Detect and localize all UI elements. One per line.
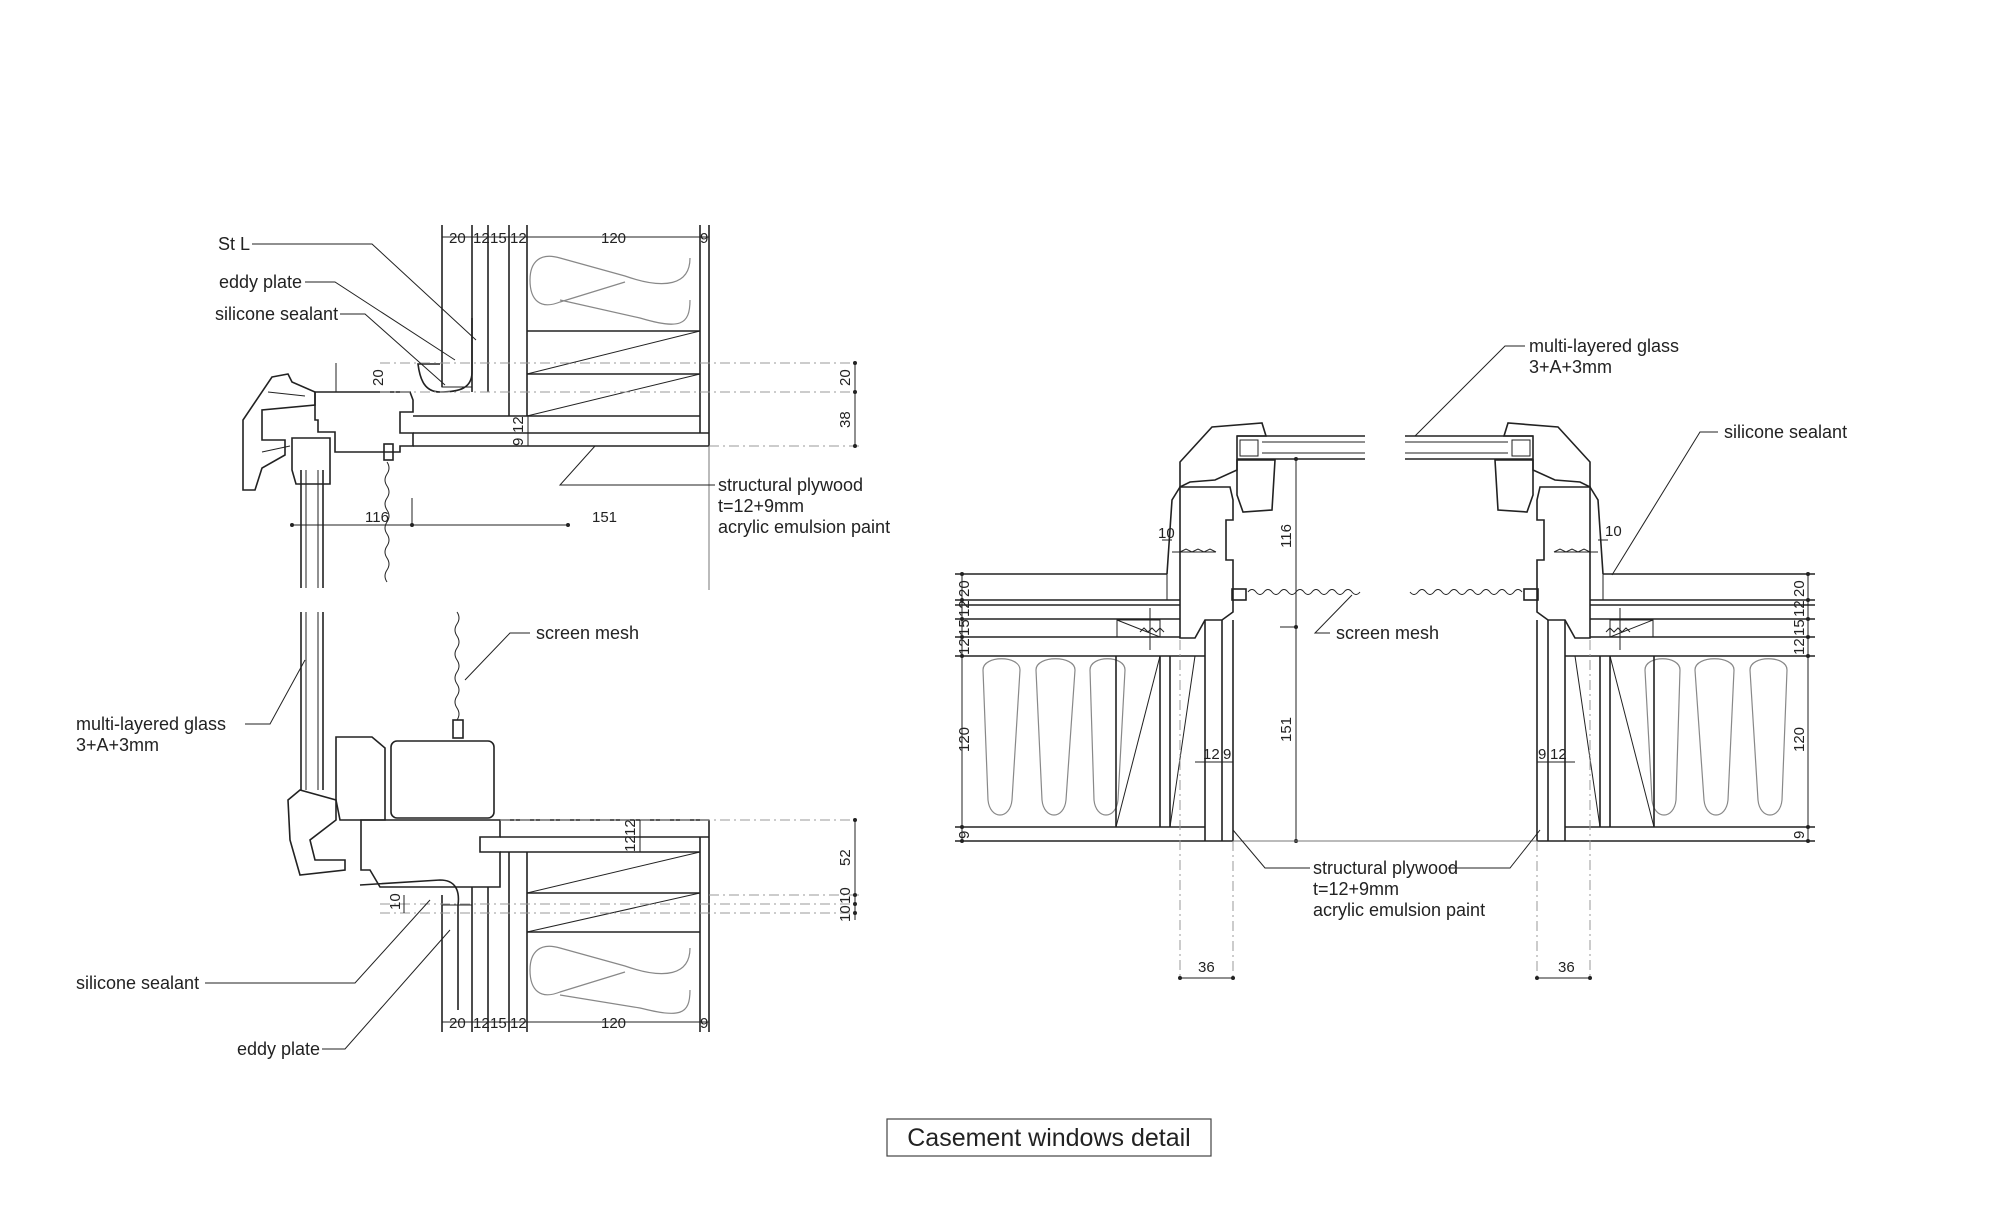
dim-label: 15 xyxy=(1791,619,1808,636)
dim-label: 12 xyxy=(1791,638,1808,655)
dim-label: 15 xyxy=(490,1015,507,1032)
head-dimensions xyxy=(290,361,860,590)
right-floor-dims-left: 20 12 15 12 120 9 xyxy=(956,580,973,839)
label-st-l: St L xyxy=(218,234,250,254)
label-eddy-plate-bottom: eddy plate xyxy=(237,1039,320,1059)
dim-label: 12 xyxy=(956,638,973,655)
label-screen-mesh: screen mesh xyxy=(536,623,639,643)
left-head-detail xyxy=(242,225,860,590)
dim-label: 20 xyxy=(1791,580,1808,597)
sill-block-bottom xyxy=(287,736,501,1010)
dim-label: 12 xyxy=(1791,600,1808,617)
dim-label: 12 xyxy=(473,1015,490,1032)
dim-label: 120 xyxy=(956,727,973,752)
label-silicone-sealant-bottom: silicone sealant xyxy=(76,973,199,993)
dim-label: 151 xyxy=(1278,717,1295,742)
label-plywood-finish: acrylic emulsion paint xyxy=(718,517,890,537)
dim-label: 9 xyxy=(1223,746,1231,763)
dim-label: 116 xyxy=(365,509,389,526)
right-center-dimension xyxy=(1233,457,1537,843)
dim-label: 10 xyxy=(387,893,404,910)
dim-label: 20 xyxy=(449,1015,466,1032)
dim-label: 12 xyxy=(473,230,490,247)
dim-label: 20 xyxy=(956,580,973,597)
dim-label: 9 xyxy=(1791,831,1808,839)
label-structural-plywood-right: structural plywood xyxy=(1313,858,1458,878)
glass-pane-top xyxy=(300,470,324,588)
dim-label: 10 xyxy=(837,887,854,904)
dim-label: 9 xyxy=(700,230,708,247)
dim-label: 10 xyxy=(837,905,854,922)
left-leaders xyxy=(205,243,715,1050)
dim-label: 20 xyxy=(370,369,387,386)
label-glass-spec-right: 3+A+3mm xyxy=(1529,357,1612,377)
dim-label: 9 xyxy=(956,831,973,839)
dim-label: 151 xyxy=(592,509,617,526)
dim-label: 36 xyxy=(1198,959,1215,976)
jamb-right-half xyxy=(1404,422,1816,981)
label-glass: multi-layered glass xyxy=(76,714,226,734)
label-plywood-thickness-right: t=12+9mm xyxy=(1313,879,1399,899)
dim-label: 15 xyxy=(490,230,507,247)
dim-label: 10 xyxy=(1605,523,1622,540)
dim-label: 38 xyxy=(837,411,854,428)
dim-label: 116 xyxy=(1278,524,1295,548)
dim-label: 12 xyxy=(1550,746,1567,763)
drawing-title: Casement windows detail xyxy=(907,1124,1190,1152)
label-silicone-sealant-top: silicone sealant xyxy=(215,304,338,324)
dim-label: 12 xyxy=(510,416,527,433)
label-screen-mesh-right: screen mesh xyxy=(1336,623,1439,643)
right-leaders xyxy=(1232,345,1718,869)
dim-label: 12 xyxy=(1203,746,1220,763)
dim-label: 12 xyxy=(956,600,973,617)
dim-label: 12 xyxy=(622,819,639,836)
label-eddy-plate-top: eddy plate xyxy=(219,272,302,292)
label-silicone-sealant-right: silicone sealant xyxy=(1724,422,1847,442)
dim-label: 120 xyxy=(1791,727,1808,752)
dim-label: 20 xyxy=(449,230,466,247)
label-glass-right: multi-layered glass xyxy=(1529,336,1679,356)
label-glass-spec: 3+A+3mm xyxy=(76,735,159,755)
drawing-title-box: Casement windows detail xyxy=(886,1118,1212,1157)
left-wall-dims-bottom: 20 12 15 12 120 9 xyxy=(449,1015,708,1032)
sill-dimensions xyxy=(380,818,860,920)
dim-label: 12 xyxy=(510,1015,527,1032)
dim-label: 9 xyxy=(510,438,527,446)
dim-label: 12 xyxy=(510,230,527,247)
glass-pane-bottom xyxy=(300,612,324,790)
dim-label: 20 xyxy=(837,369,854,386)
dim-label: 12 xyxy=(622,835,639,852)
dim-label: 10 xyxy=(1158,525,1175,542)
dim-label: 120 xyxy=(601,1015,626,1032)
screen-mesh-top xyxy=(384,461,390,583)
wall-section-top xyxy=(413,225,710,447)
dim-label: 9 xyxy=(700,1015,708,1032)
dim-label: 15 xyxy=(956,619,973,636)
screen-mesh-bottom xyxy=(454,611,460,721)
dim-label: 36 xyxy=(1558,959,1575,976)
sill-block-head xyxy=(242,373,414,491)
wall-section-bottom xyxy=(441,819,710,1032)
dim-label: 120 xyxy=(601,230,626,247)
dim-label: 9 xyxy=(1538,746,1546,763)
dim-label: 52 xyxy=(837,849,854,866)
right-plan-detail xyxy=(955,345,1816,981)
left-sill-detail xyxy=(287,611,860,1032)
label-plywood-finish-right: acrylic emulsion paint xyxy=(1313,900,1485,920)
right-floor-dims-right: 20 12 15 12 120 9 xyxy=(1791,580,1808,839)
jamb-left-half xyxy=(955,422,1365,980)
label-plywood-thickness: t=12+9mm xyxy=(718,496,804,516)
label-structural-plywood: structural plywood xyxy=(718,475,863,495)
left-wall-dims-top: 20 12 15 12 120 9 xyxy=(449,230,708,247)
